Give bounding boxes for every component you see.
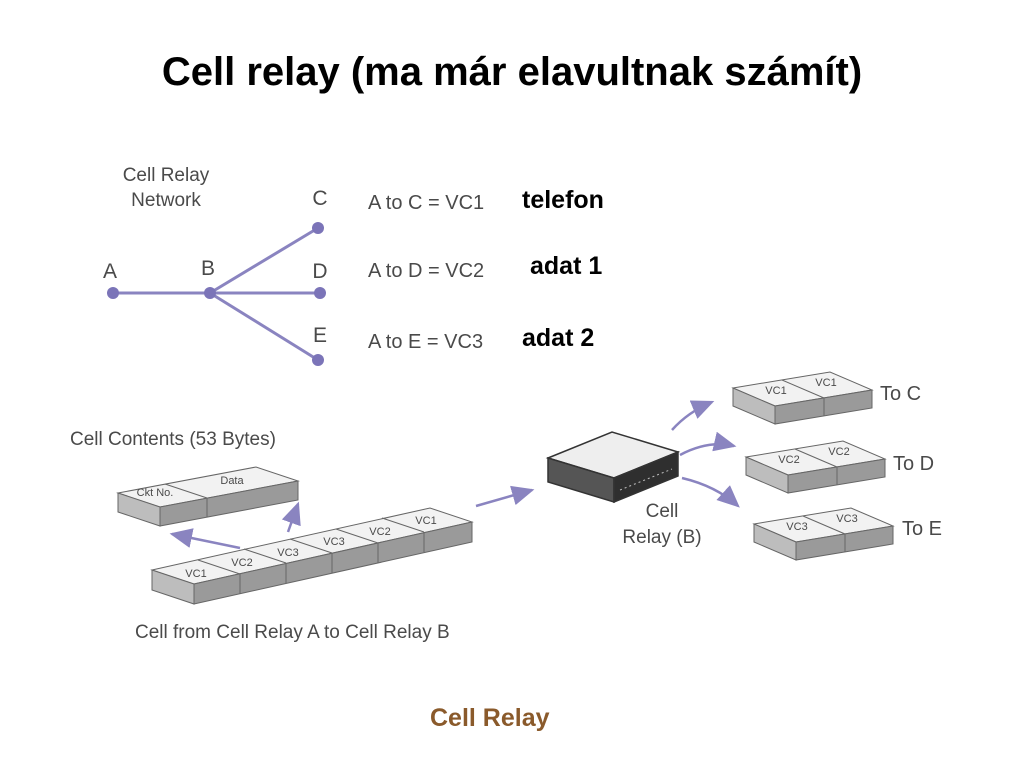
node-d [314, 287, 326, 299]
output-box-c: VC1 VC1 [731, 371, 874, 425]
out-e-label: To E [902, 518, 942, 540]
out-c-cell-1: VC1 [765, 385, 786, 397]
cell-contents-box: Ckt No. Data [116, 466, 300, 527]
vc-map-c: A to C = VC1 [368, 192, 484, 214]
relay-label-line-1: Cell [646, 501, 679, 522]
stream-cell-6: VC1 [415, 515, 436, 527]
out-d-cell-2: VC2 [828, 446, 849, 458]
slide-title: Cell relay (ma már elavultnak számít) [161, 50, 863, 94]
annotation-adat-2: adat 2 [522, 324, 595, 352]
arrow-out-e [681, 476, 740, 508]
vc-map-e: A to E = VC3 [368, 331, 483, 353]
relay-device [545, 431, 681, 504]
link-b-c [209, 226, 319, 295]
node-b [204, 287, 216, 299]
out-c-label: To C [880, 383, 921, 405]
network-title-line-1: Cell Relay [123, 165, 210, 186]
arrow-to-relay [475, 485, 535, 508]
node-b-label: B [201, 257, 215, 280]
cell-contents-label: Cell Contents (53 Bytes) [70, 429, 276, 450]
node-e-label: E [313, 324, 327, 347]
cell-field-data: Data [220, 475, 244, 487]
arrow-out-c [671, 400, 715, 431]
stream-cell-1: VC1 [185, 568, 206, 580]
node-d-label: D [312, 260, 327, 283]
output-box-d: VC2 VC2 [744, 440, 887, 494]
stream-cell-5: VC2 [369, 526, 390, 538]
arrow-to-contents-left [169, 528, 241, 550]
node-c [312, 222, 324, 234]
arrow-to-contents-up [281, 501, 301, 533]
stream-cell-3: VC3 [277, 547, 298, 559]
link-b-e [209, 291, 319, 362]
output-box-e: VC3 VC3 [752, 507, 895, 561]
out-e-cell-1: VC3 [786, 521, 807, 533]
diagram-caption: Cell Relay [430, 704, 550, 732]
stream-cell-4: VC3 [323, 536, 344, 548]
cell-stream-label: Cell from Cell Relay A to Cell Relay B [135, 622, 450, 643]
cell-stream: VC1 VC2 VC3 VC3 VC2 VC1 [150, 507, 474, 605]
node-e [312, 354, 324, 366]
vc-map-d: A to D = VC2 [368, 260, 484, 282]
node-a-label: A [103, 260, 117, 283]
stream-cell-2: VC2 [231, 557, 252, 569]
node-a [107, 287, 119, 299]
out-d-cell-1: VC2 [778, 454, 799, 466]
annotation-adat-1: adat 1 [530, 252, 603, 280]
annotation-telefon: telefon [522, 186, 604, 214]
out-d-label: To D [893, 453, 934, 475]
out-e-cell-2: VC3 [836, 513, 857, 525]
cell-field-ckt: Ckt No. [137, 487, 174, 499]
arrow-out-d [679, 431, 737, 457]
out-c-cell-2: VC1 [815, 377, 836, 389]
relay-label-line-2: Relay (B) [622, 527, 701, 548]
network-title-line-2: Network [131, 190, 201, 211]
node-c-label: C [312, 187, 327, 210]
